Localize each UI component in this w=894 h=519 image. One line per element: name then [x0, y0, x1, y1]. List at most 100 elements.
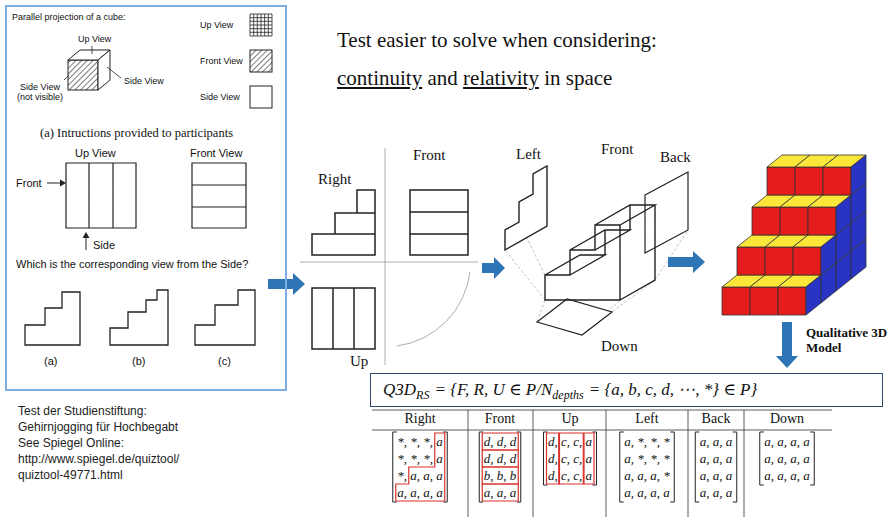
table-header: Back: [702, 411, 731, 428]
view-label: Front: [601, 140, 634, 158]
view-label: Front: [413, 146, 446, 164]
hatched-square: [250, 50, 272, 72]
panel-text: Which is the corresponding view from the…: [16, 258, 248, 271]
view-label: Left: [516, 145, 541, 163]
right-view: [312, 190, 375, 255]
left-plane: [505, 166, 547, 250]
leader-line: [64, 46, 121, 80]
source-note: Test der Studienstiftung:: [18, 404, 147, 418]
highlight-box: [482, 433, 518, 450]
cube-front: [752, 207, 780, 235]
matrix-row: d, c, c, a: [548, 433, 592, 450]
down-plane: [537, 299, 612, 335]
matrix-row: a, a, a: [700, 467, 733, 484]
up-view: [312, 288, 375, 349]
cube-front: [808, 207, 836, 235]
panel-text: Front View: [190, 147, 242, 160]
cube-side: [836, 195, 851, 235]
instruction-panel: Parallel projection of a cube:Up ViewSid…: [5, 5, 287, 391]
matrix-row: *, *, *, a: [397, 450, 443, 467]
matrix-row: a, a, a, a: [764, 450, 810, 467]
cube-front: [765, 247, 793, 275]
panel-text: Front View: [200, 56, 243, 67]
formula-part: = {F, R, U ∈ P/N: [434, 380, 552, 399]
key-phrase: relativity: [463, 66, 539, 91]
matrix-row: a, a, a: [484, 484, 517, 501]
formula-part: depths: [552, 388, 583, 402]
highlight-box: [396, 433, 445, 501]
table-header: Right: [404, 411, 435, 428]
matrix-bracket: [393, 432, 448, 502]
panel-text: Side View (not visible): [14, 82, 66, 103]
matrix-row: b, b, b: [484, 467, 517, 484]
formula-part: Q3D: [383, 380, 416, 399]
panel-text: (a) Intructions provided to participants: [40, 126, 233, 141]
matrix-row: a, a, a, a: [764, 467, 810, 484]
answer-shape: [25, 290, 255, 345]
formula-part: = {a, b, c, d, ⋯, *} ∈ P}: [589, 380, 758, 399]
source-note: See Spiegel Online:: [18, 436, 124, 450]
matrix-bracket: [479, 432, 521, 502]
matrix-row: a, a, a, a: [397, 484, 443, 501]
cube-front: [722, 287, 750, 315]
matrix-row: *, *, *, a: [397, 433, 443, 450]
key-phrase: continuity: [337, 66, 422, 91]
table-header: Down: [770, 411, 804, 428]
matrix-row: a, *, *, *: [624, 450, 670, 467]
front-view: [410, 190, 468, 255]
panel-text: Up View: [78, 34, 111, 45]
model-caption: Qualitative 3D Model: [806, 326, 891, 356]
matrix-row: a, a, a, *: [624, 467, 670, 484]
matrix-row: a, *, *, *: [624, 433, 670, 450]
matrix-row: a, a, a: [700, 484, 733, 501]
matrix-row: d, c, c, a: [548, 450, 592, 467]
matrix-bracket: [695, 432, 737, 502]
cube-side: [851, 155, 866, 195]
source-note: Gehirnjogging für Hochbegabt: [18, 420, 178, 434]
flow-arrow: [776, 322, 798, 368]
matrix-row: d, d, d: [484, 433, 517, 450]
cube-front: [780, 207, 808, 235]
table-rule: [372, 410, 832, 517]
projection-axis: [300, 148, 478, 365]
direction-arrow: [47, 183, 86, 250]
grid-square: [250, 14, 272, 36]
panel-text: (c): [218, 355, 231, 368]
panel-text: Up View: [200, 20, 233, 31]
highlight-box: [482, 467, 518, 484]
cube-front: [823, 167, 851, 195]
cube-side: [821, 235, 836, 275]
table-header: Up: [561, 411, 578, 428]
matrix-bracket: [543, 432, 596, 485]
panel-text: Front: [16, 177, 42, 190]
cube-front: [795, 167, 823, 195]
matrix-row: d, c, c, a: [548, 467, 592, 484]
cube-side: [806, 275, 821, 315]
flow-arrow: [482, 257, 505, 279]
key-phrase: and: [427, 66, 457, 91]
panel-text: (b): [132, 355, 145, 368]
matrix-row: *, a, a, a: [397, 467, 443, 484]
cube-front: [767, 167, 795, 195]
matrix-bracket: [620, 432, 675, 502]
arrow-head: [60, 180, 90, 239]
matrix-row: a, a, a: [700, 450, 733, 467]
cube-front: [778, 287, 806, 315]
cube-front: [750, 287, 778, 315]
formula-box: Q3DRS= {F, R, U ∈ P/Ndepths= {a, b, c, d…: [370, 373, 883, 407]
cube-front: [737, 247, 765, 275]
back-plane: [645, 172, 688, 253]
panel-text: Side View: [200, 92, 240, 103]
cube-front: [793, 247, 821, 275]
highlight-box: [482, 484, 518, 501]
view-outline: [66, 163, 246, 228]
panel-text: (a): [44, 355, 57, 368]
source-note: http://www.spiegel.de/quiztool/: [18, 452, 179, 466]
panel-text: Side: [93, 239, 115, 252]
matrix-row: a, a, a, a: [764, 433, 810, 450]
cube-side-face: [98, 50, 110, 90]
view-label: Down: [601, 337, 638, 355]
matrix-row: d, d, d: [484, 450, 517, 467]
cube-front-face: [68, 60, 98, 90]
